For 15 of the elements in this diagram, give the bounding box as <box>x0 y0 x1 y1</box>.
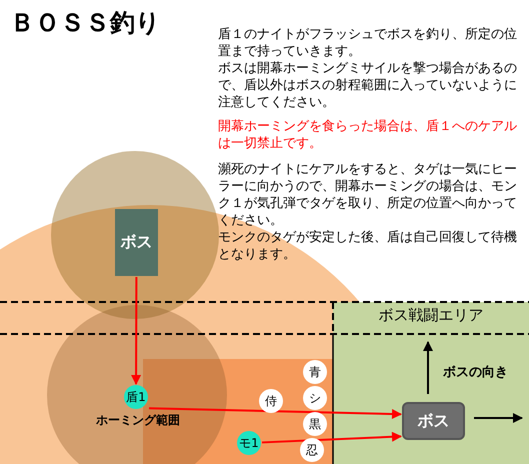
title: ＢＯＳＳ釣り <box>10 7 161 39</box>
note-text: 瀕死のナイトにケアルをすると、タゲは一気にヒーラーに向かうので、開幕ホーミングの場合は、モンク１が気孔弾でタゲを取り、所定の位置へ向かってください。 <box>218 161 518 229</box>
boss-marker: ボス <box>115 209 158 276</box>
area-heading: ボス戦闘エリア <box>378 306 484 325</box>
boss-battle-area <box>333 302 529 464</box>
arrow <box>262 432 402 444</box>
warning-text: 開幕ホーミングを食らった場合は、盾１へのケアルは一切禁止です。 <box>218 118 518 152</box>
note-text: ボスは開幕ホーミングミサイルを撃つ場合があるので、盾以外はボスの射程範囲に入っていないように注意してください。 <box>218 60 518 111</box>
arrow <box>131 277 142 385</box>
direction-label: ボスの向き <box>443 364 509 381</box>
range-label: ホーミング範囲 <box>95 412 181 429</box>
boss-marker: ボス <box>402 402 465 440</box>
note-text: 盾１のナイトがフラッシュでボスを釣り、所定の位置まで持っていきます。 <box>218 26 518 60</box>
arrow <box>148 407 402 420</box>
note-text: モンクのタゲが安定した後、盾は自己回復して待機となります。 <box>218 229 518 263</box>
